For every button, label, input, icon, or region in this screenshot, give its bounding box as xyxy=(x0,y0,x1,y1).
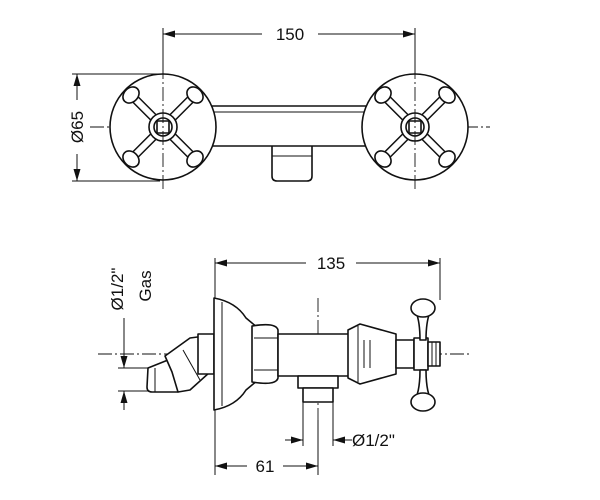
inlet-elbow xyxy=(146,333,215,393)
side-main-body xyxy=(277,333,353,377)
right-rosette xyxy=(361,65,469,189)
hex-nut xyxy=(251,323,279,385)
length-dimension: 135 xyxy=(214,254,441,300)
inlet-dimension: Ø1/2" Gas xyxy=(108,268,155,410)
top-outlet-stub xyxy=(271,143,313,182)
length-label: 135 xyxy=(317,254,345,273)
offset-dimension: 61 xyxy=(214,410,319,476)
spindle-cap xyxy=(395,337,441,371)
side-view: 135 Ø1/2" Gas xyxy=(98,254,470,476)
side-handle xyxy=(410,298,436,412)
offset-label: 61 xyxy=(256,457,275,476)
inlet-size-label: Ø1/2" xyxy=(108,268,127,311)
diameter-dimension: Ø65 xyxy=(68,73,160,182)
left-rosette xyxy=(109,65,217,189)
outlet-size-label: Ø1/2" xyxy=(352,431,395,450)
inlet-type-label: Gas xyxy=(136,270,155,301)
outlet-dimension: Ø1/2" xyxy=(285,402,395,450)
side-outlet xyxy=(297,375,339,403)
diameter-label: Ø65 xyxy=(68,111,87,143)
top-view: 150 Ø65 xyxy=(68,25,490,189)
width-dimension: 150 xyxy=(162,25,416,78)
valve-bonnet xyxy=(347,323,397,385)
width-label: 150 xyxy=(276,25,304,44)
